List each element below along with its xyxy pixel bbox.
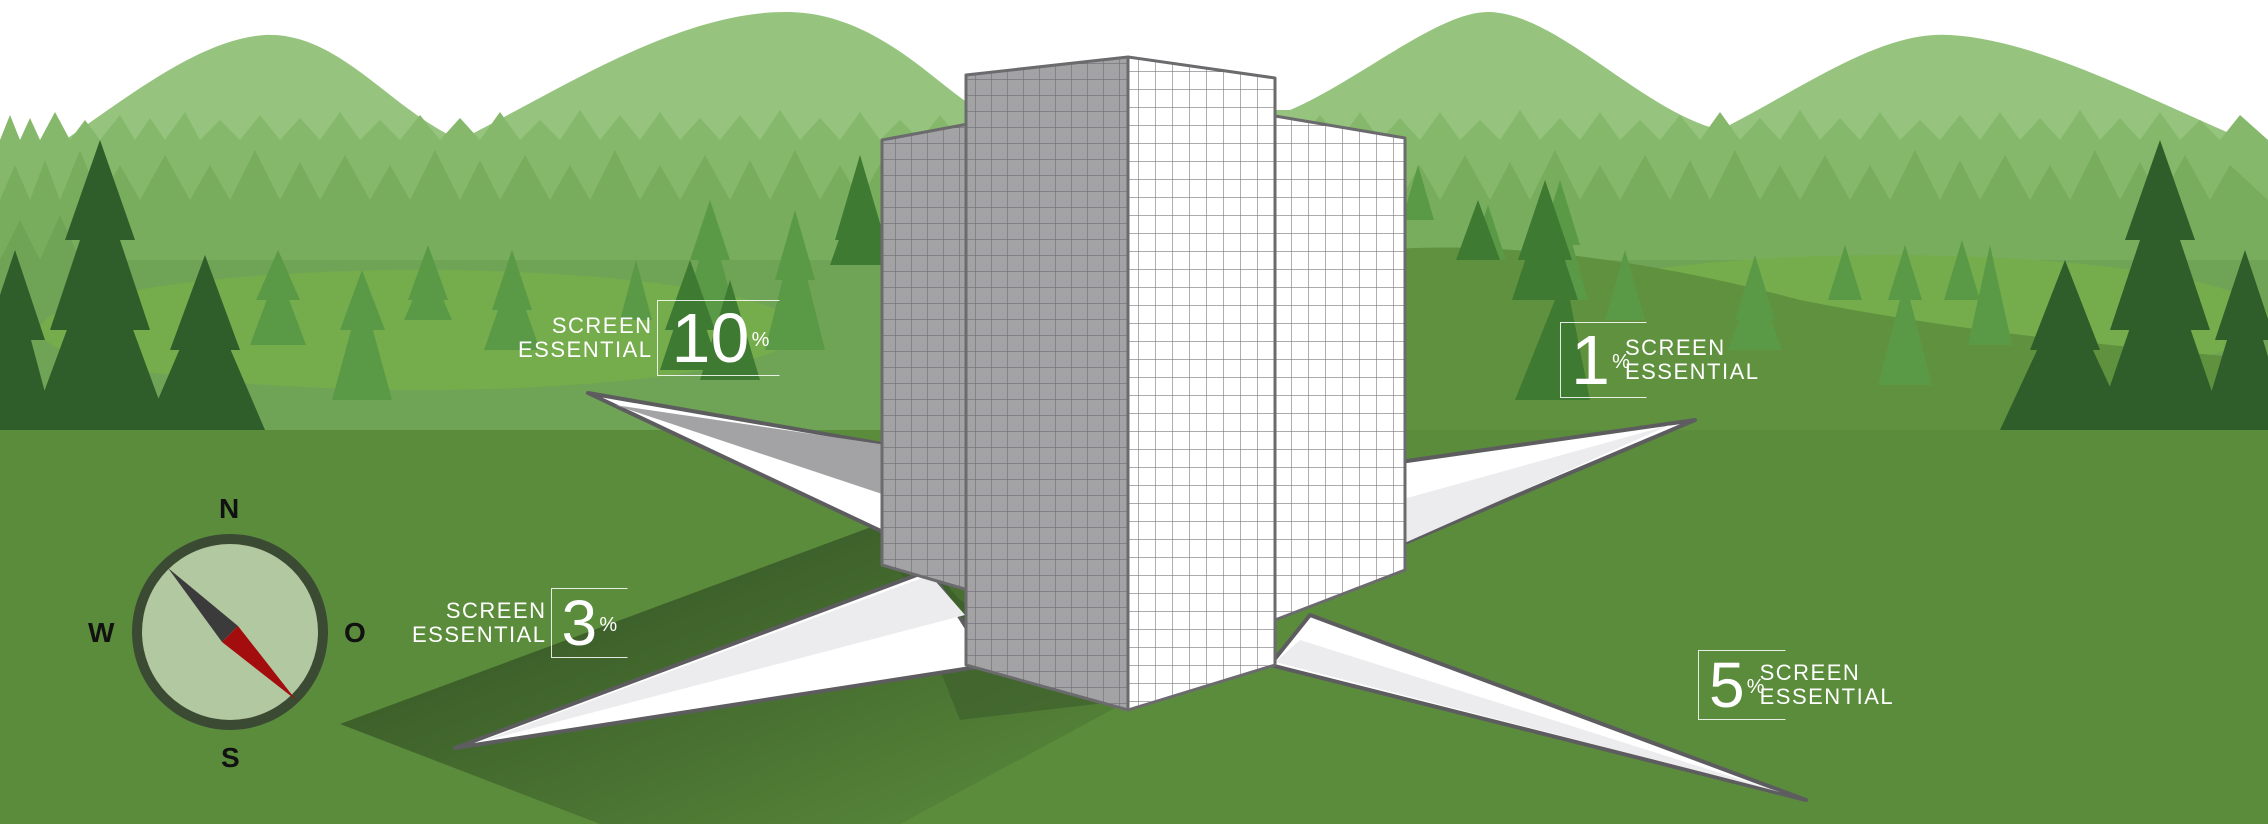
label-northeast-box: 1% [1560,322,1647,398]
compass [132,534,328,730]
ray-southwest-shade [480,575,965,742]
label-southeast-box: 5% [1698,650,1786,720]
label-northeast-text: SCREEN ESSENTIAL [1625,336,1760,384]
label-northwest-box: 10% [656,299,781,377]
ray-northwest-shade [615,405,900,500]
label-word-screen: SCREEN [1759,660,1861,685]
ray-northeast-shade [1400,425,1670,545]
label-northwest-value: 10% [671,299,770,377]
compass-needle-south [222,626,296,700]
label-word-essential: ESSENTIAL [518,337,653,362]
tower-left-face [880,122,970,592]
percent-sign: % [1746,676,1765,698]
dark-trees [660,155,1590,400]
label-northeast-value: 1% [1571,321,1630,399]
label-southwest-box: 3% [550,587,629,659]
label-southwest-text: SCREEN ESSENTIAL [412,599,547,647]
label-word-screen: SCREEN [445,598,547,623]
label-northwest-text: SCREEN ESSENTIAL [518,314,653,362]
tower-right-face [1273,114,1407,622]
label-word-essential: ESSENTIAL [412,622,547,647]
percent-sign: % [1612,351,1630,373]
label-word-screen: SCREEN [551,313,653,338]
label-word-screen: SCREEN [1624,335,1726,360]
compass-east-label: O [344,617,366,648]
compass-needle-north [168,568,238,642]
label-northwest: SCREEN ESSENTIAL 10% [518,299,781,377]
building [880,55,1407,712]
tower-main-right [1126,55,1277,712]
dark-trees-edges [0,140,2268,430]
compass-west-label: W [88,617,115,648]
ray-southeast [1268,613,1808,802]
compass-south-label: S [221,742,240,773]
label-southeast-value: 5% [1709,649,1765,721]
shadow-rays [453,391,1808,802]
label-southwest-value: 3% [561,587,618,659]
label-southeast: 5% SCREEN ESSENTIAL [1698,650,1894,720]
label-southeast-text: SCREEN ESSENTIAL [1760,661,1895,709]
tower-main-left [964,55,1130,712]
percent-sign: % [751,329,770,351]
label-word-essential: ESSENTIAL [1759,684,1895,709]
percent-sign: % [599,614,618,636]
ray-southeast-shade [1275,640,1780,792]
label-word-essential: ESSENTIAL [1624,359,1760,384]
label-southwest: SCREEN ESSENTIAL 3% [412,587,629,659]
label-northeast: 1% SCREEN ESSENTIAL [1560,322,1759,398]
compass-north-label: N [219,493,240,524]
